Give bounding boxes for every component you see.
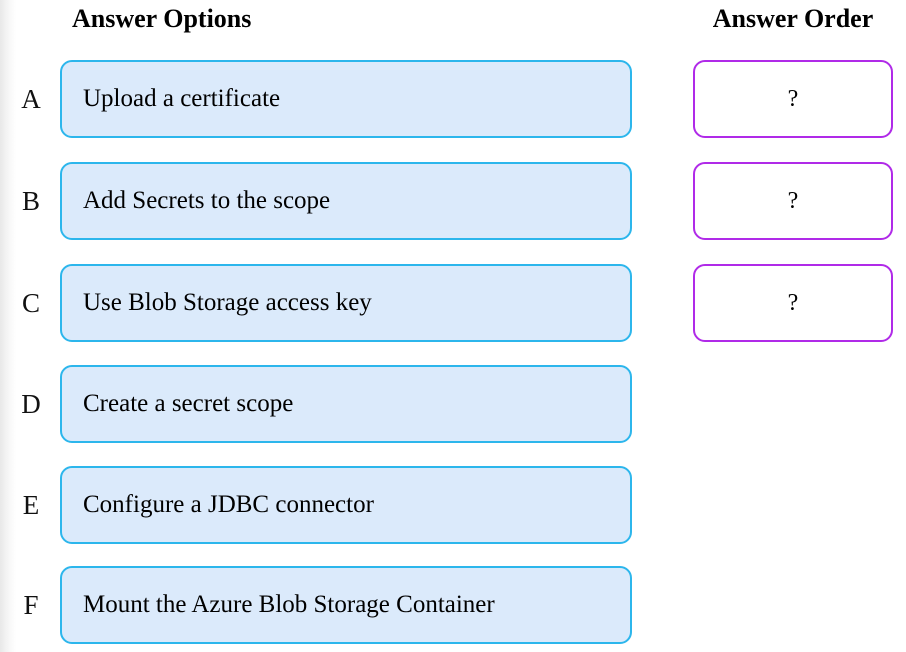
option-label-a: Upload a certificate — [83, 85, 281, 112]
answer-row: A Upload a certificate ? — [0, 60, 906, 138]
option-box-c[interactable]: Use Blob Storage access key — [60, 264, 632, 342]
answer-row: F Mount the Azure Blob Storage Container — [0, 566, 906, 644]
option-letter-f: F — [23, 589, 39, 620]
answer-row: C Use Blob Storage access key ? — [0, 264, 906, 342]
option-box-e[interactable]: Configure a JDBC connector — [60, 466, 632, 544]
answer-order-slot-2[interactable]: ? — [693, 162, 893, 240]
option-letter-b: B — [21, 185, 40, 216]
answer-order-slot-3-value: ? — [787, 290, 799, 316]
option-letter-c: C — [21, 287, 40, 318]
answer-order-slot-1[interactable]: ? — [693, 60, 893, 138]
option-letter-e: E — [22, 489, 40, 520]
answer-row: D Create a secret scope — [0, 365, 906, 443]
option-box-d[interactable]: Create a secret scope — [60, 365, 632, 443]
answer-order-slot-3[interactable]: ? — [693, 264, 893, 342]
answer-order-slot-1-value: ? — [787, 86, 799, 112]
option-label-b: Add Secrets to the scope — [83, 187, 331, 214]
option-letter-d: D — [21, 388, 41, 419]
answer-order-slot-2-value: ? — [787, 188, 799, 214]
option-letter-a: A — [21, 83, 41, 114]
answer-options-column-header: Answer Options — [72, 4, 252, 33]
option-box-f[interactable]: Mount the Azure Blob Storage Container — [60, 566, 632, 644]
answer-row: E Configure a JDBC connector — [0, 466, 906, 544]
option-label-d: Create a secret scope — [83, 390, 294, 417]
option-box-a[interactable]: Upload a certificate — [60, 60, 632, 138]
answer-order-column-header: Answer Order — [712, 4, 874, 33]
option-box-b[interactable]: Add Secrets to the scope — [60, 162, 632, 240]
answer-row: B Add Secrets to the scope ? — [0, 162, 906, 240]
option-label-c: Use Blob Storage access key — [83, 289, 372, 316]
option-label-f: Mount the Azure Blob Storage Container — [83, 591, 495, 618]
option-label-e: Configure a JDBC connector — [83, 491, 374, 518]
